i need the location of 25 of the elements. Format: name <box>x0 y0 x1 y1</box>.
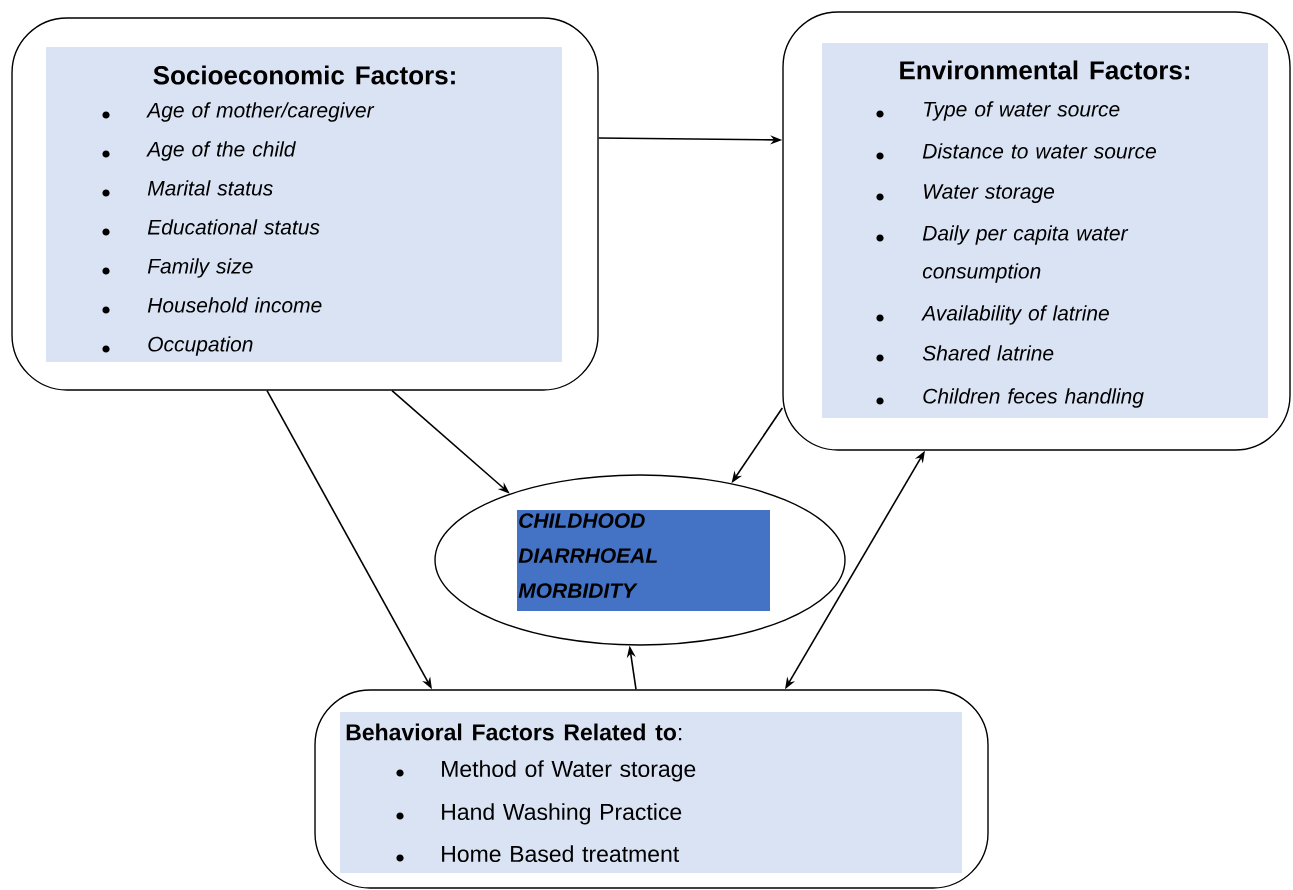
heading: Environmental Factors: <box>900 60 1190 80</box>
list-item: Availability of latrine <box>921 305 1109 325</box>
factor-box <box>11 17 599 391</box>
list-item: Method of Water storage <box>442 760 696 782</box>
list-item: Age of the child <box>146 141 296 161</box>
list-item: Household income <box>147 297 322 313</box>
list-item: Family size <box>147 258 253 278</box>
list-item: Distance to water source <box>922 143 1156 159</box>
list-item: Educational status <box>147 219 320 235</box>
list-item: Water storage <box>924 184 1055 203</box>
list-item: Daily per capita water consumption <box>922 225 1129 283</box>
list-item: Children feces handling <box>923 388 1144 408</box>
heading: CHILDHOOD DIARRHOEAL MORBIDITY <box>518 513 657 599</box>
heading: Behavioral Factors Related to: <box>346 723 682 741</box>
list-item: Shared latrine <box>922 345 1054 361</box>
list-item: Age of mother/caregiver <box>146 102 375 122</box>
list-item: Type of water source <box>924 101 1120 121</box>
factor-box <box>314 689 989 889</box>
list-item: Home Based treatment <box>442 845 680 863</box>
factor-box <box>782 11 1291 451</box>
heading: Socioeconomic Factors: <box>153 65 455 85</box>
outcome-ellipse <box>434 474 846 646</box>
list-item: Occupation <box>148 336 253 356</box>
list-item: Hand Washing Practice <box>442 803 682 825</box>
list-item: Marital status <box>147 180 273 196</box>
